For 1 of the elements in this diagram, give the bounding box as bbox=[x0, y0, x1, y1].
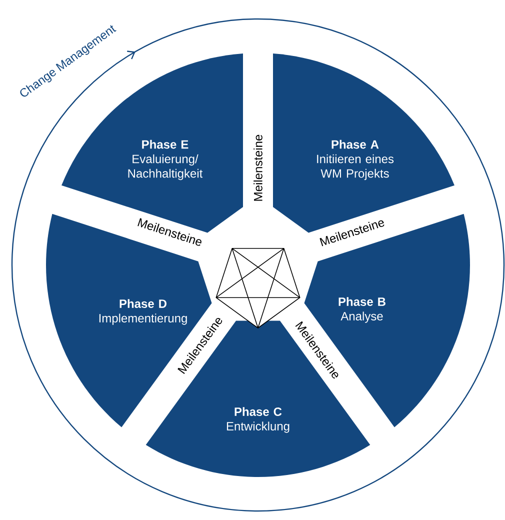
spoke-label: Meilensteine bbox=[254, 134, 262, 201]
